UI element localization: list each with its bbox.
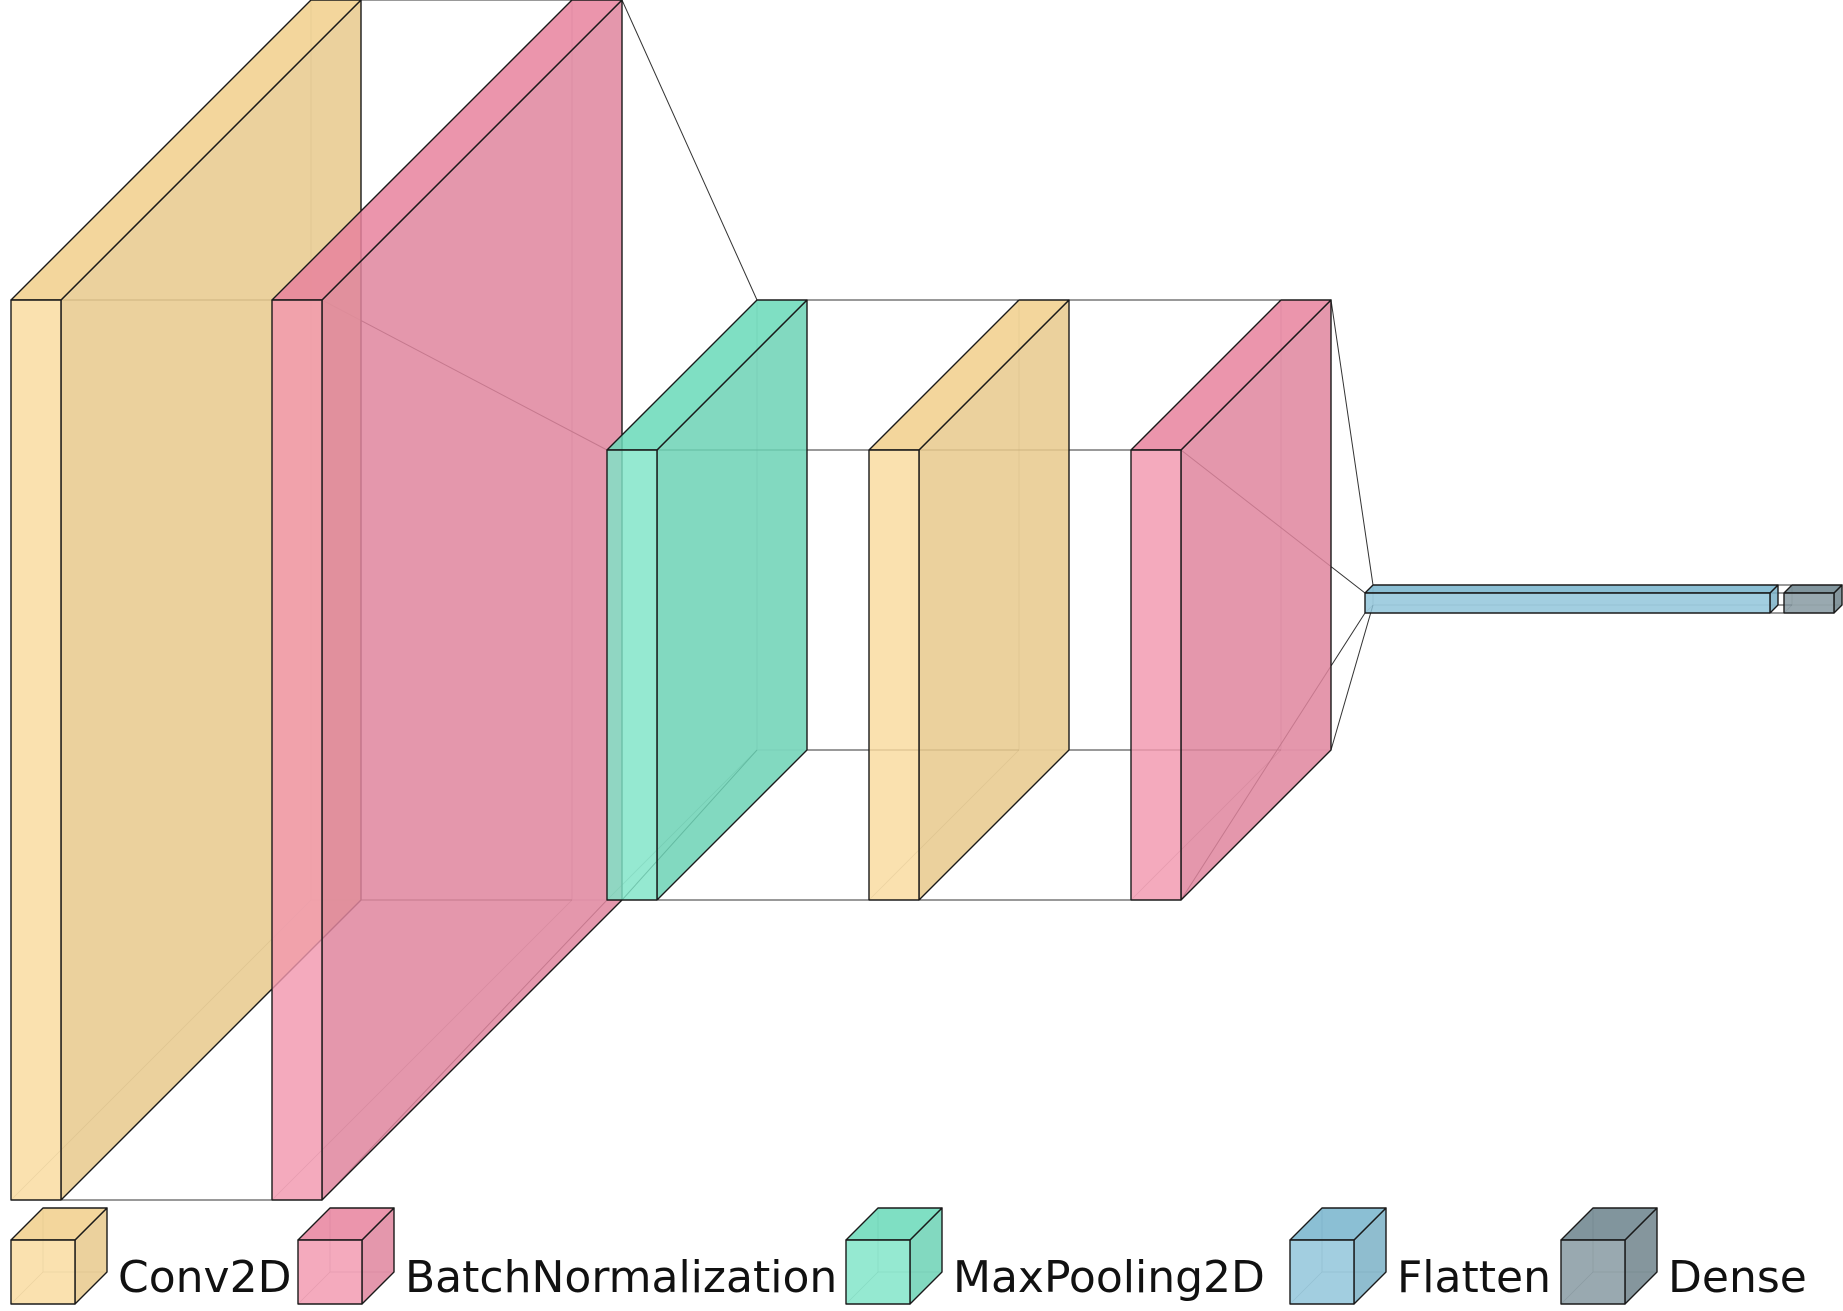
maxpool-cube-icon bbox=[845, 1207, 943, 1305]
layer-conv2d-4 bbox=[868, 299, 1070, 901]
legend-label-conv2d: Conv2D bbox=[118, 1252, 291, 1303]
batchnorm-cube-icon bbox=[297, 1207, 395, 1305]
legend-item-dense: Dense bbox=[1560, 1207, 1807, 1305]
layer-maxpool-3 bbox=[606, 299, 808, 901]
dense-cube-icon bbox=[1560, 1207, 1658, 1305]
layer-flatten-6 bbox=[1364, 584, 1779, 614]
conv2d-cube-icon bbox=[10, 1207, 108, 1305]
legend-label-flatten: Flatten bbox=[1397, 1252, 1551, 1303]
legend-label-dense: Dense bbox=[1668, 1252, 1807, 1303]
legend-label-maxpool: MaxPooling2D bbox=[953, 1252, 1265, 1303]
legend-item-flatten: Flatten bbox=[1289, 1207, 1551, 1305]
legend: Conv2D BatchNormalization MaxPooling2D Flat… bbox=[10, 1207, 1807, 1305]
layer-dense-7 bbox=[1783, 584, 1843, 614]
layer-blocks bbox=[10, 0, 1843, 1201]
legend-item-batchnorm: BatchNormalization bbox=[297, 1207, 837, 1305]
legend-label-batchnorm: BatchNormalization bbox=[405, 1252, 837, 1303]
flatten-cube-icon bbox=[1289, 1207, 1387, 1305]
layer-batchnorm-5 bbox=[1130, 299, 1332, 901]
legend-item-maxpool: MaxPooling2D bbox=[845, 1207, 1265, 1305]
layer-batchnorm-2 bbox=[271, 0, 623, 1201]
legend-item-conv2d: Conv2D bbox=[10, 1207, 291, 1305]
